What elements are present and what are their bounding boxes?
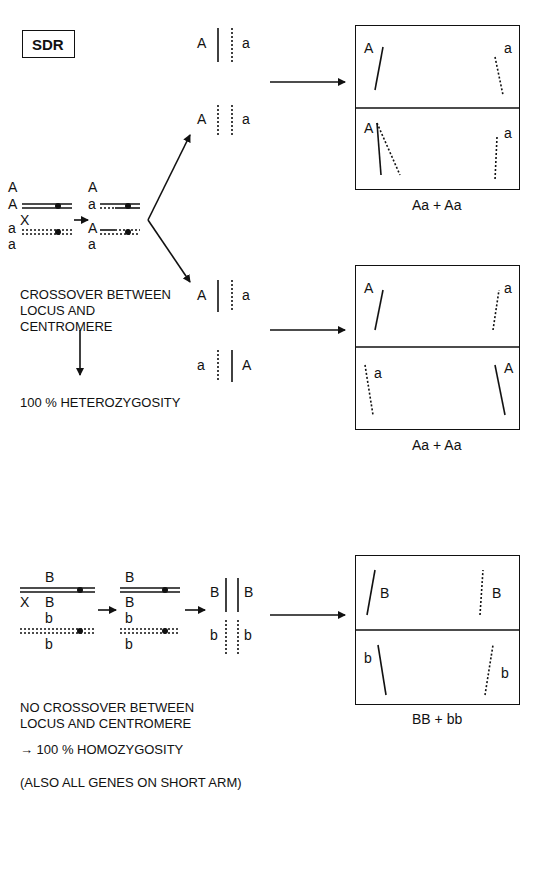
allele-label: B [210, 585, 219, 600]
allele-label: A [88, 180, 97, 195]
allele-label: a [197, 358, 205, 373]
allele-label: B [125, 595, 134, 610]
allele-label: A [197, 112, 206, 127]
caption-text: BB + bb [412, 712, 462, 727]
caption-text: Aa + Aa [412, 438, 461, 453]
allele-label: b [501, 666, 509, 681]
allele-label: a [88, 197, 96, 212]
allele-label: b [364, 651, 372, 666]
allele-label: A [364, 41, 373, 56]
allele-label: A [88, 221, 97, 236]
allele-label: a [8, 237, 16, 252]
allele-label: b [244, 628, 252, 643]
title-box: SDR [22, 30, 75, 58]
allele-label: X [20, 595, 29, 610]
allele-label: b [210, 628, 218, 643]
note-text: CROSSOVER BETWEEN LOCUS AND CENTROMERE [20, 287, 190, 335]
note-text: NO CROSSOVER BETWEEN LOCUS AND CENTROMER… [20, 700, 210, 732]
allele-label: A [242, 358, 251, 373]
allele-label: a [504, 281, 512, 296]
caption-text: 100 % HETEROZYGOSITY [20, 395, 180, 410]
allele-label: a [242, 288, 250, 303]
allele-label: A [504, 361, 513, 376]
result-box: B Bb b [355, 555, 520, 705]
allele-label: a [8, 221, 16, 236]
allele-label: a [242, 112, 250, 127]
allele-label: B [380, 586, 389, 601]
allele-label: A [197, 36, 206, 51]
box-title: SDR [32, 37, 64, 52]
allele-label: A [8, 180, 17, 195]
allele-label: b [45, 637, 53, 652]
allele-label: A [364, 121, 373, 136]
allele-label: a [504, 126, 512, 141]
allele-label: a [504, 41, 512, 56]
allele-label: B [45, 595, 54, 610]
result-box: AaaA [355, 265, 520, 430]
result-box: AaAa [355, 25, 520, 190]
caption-text: Aa + Aa [412, 198, 461, 213]
allele-label: A [197, 288, 206, 303]
allele-label: a [242, 36, 250, 51]
caption-text: (ALSO ALL GENES ON SHORT ARM) [20, 775, 242, 790]
allele-label: a [374, 366, 382, 381]
allele-label: b [45, 611, 53, 626]
allele-label: B [492, 586, 501, 601]
allele-label: a [88, 237, 96, 252]
allele-label: b [125, 637, 133, 652]
allele-label: b [125, 611, 133, 626]
allele-label: B [125, 570, 134, 585]
allele-label: A [8, 197, 17, 212]
caption-text: → 100 % HOMOZYGOSITY [20, 742, 183, 757]
allele-label: B [244, 585, 253, 600]
allele-label: A [364, 281, 373, 296]
allele-label: X [20, 213, 29, 228]
allele-label: B [45, 570, 54, 585]
